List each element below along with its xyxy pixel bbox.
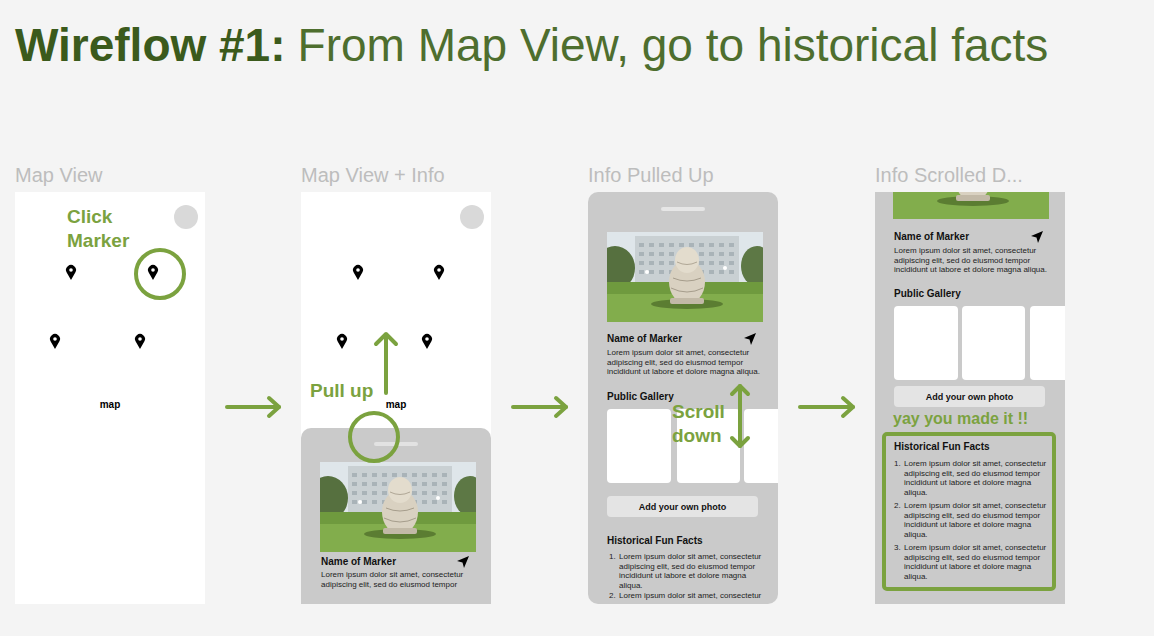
phone-screen: Info Scrolled D...Name of MarkerLorem ip…: [875, 192, 1065, 604]
flow-arrow: [800, 398, 853, 416]
phone-screen: Map Viewmap: [15, 192, 205, 604]
body-text: Lorem ipsum dolor sit amet, consectetur …: [321, 570, 477, 589]
screen-title: Info Scrolled D...: [875, 163, 1023, 187]
map-label: map: [15, 399, 205, 411]
annotation-marks: [738, 386, 742, 446]
screen-info-scrolled: [875, 192, 1065, 604]
annotation-marks: [376, 334, 396, 393]
screen-info-pulled: [744, 409, 778, 483]
photo-button: Add your own photo: [894, 386, 1045, 407]
screen-map-info: [301, 192, 491, 604]
screen-info-scrolled: [1030, 306, 1065, 380]
arrow-shaft: [227, 405, 279, 409]
screen-map-info: [301, 440, 491, 604]
flow-arrow: [227, 398, 279, 416]
screen-info-pulled: [588, 192, 778, 604]
screen-map-info: [301, 428, 491, 604]
marker-name: Name of Marker: [894, 231, 969, 243]
annotation-label: Click Marker: [67, 205, 147, 253]
list-number: 1.: [894, 459, 901, 469]
marker-name: Name of Marker: [321, 556, 396, 568]
screen-info-scrolled: [894, 306, 958, 380]
subtitle-text: From Map View, go to historical facts: [298, 19, 1049, 71]
section-heading: Historical Fun Facts: [894, 441, 990, 453]
screen-info-pulled: [607, 409, 671, 483]
section-heading: Historical Fun Facts: [607, 535, 703, 547]
arrow-shaft: [513, 405, 566, 409]
annotation-marks: [732, 386, 748, 394]
arrow-head: [556, 398, 566, 416]
section-heading: Public Gallery: [894, 288, 961, 300]
screen-map-info: [353, 265, 363, 280]
screen-map-view: [50, 334, 60, 349]
screen-map-info: [301, 192, 491, 604]
phone-screen: Map View + InfomapName of MarkerLorem ip…: [301, 192, 491, 604]
screen-map-info: [434, 265, 444, 280]
screen-map-view: [15, 192, 205, 604]
annotation-label: Pull up: [310, 379, 373, 403]
phone-screen: Info Pulled UpName of MarkerLorem ipsum …: [588, 192, 778, 604]
screen-info-pulled: [744, 333, 756, 345]
annotation-label: Scroll down: [672, 400, 734, 448]
photo-button: Add your own photo: [607, 496, 758, 517]
screen-map-view: [135, 334, 145, 349]
body-text: Lorem ipsum dolor sit amet, consectetur: [619, 591, 761, 601]
body-text: Lorem ipsum dolor sit amet, consectetur …: [904, 501, 1050, 539]
arrow-head: [269, 398, 279, 416]
list-number: 2.: [894, 501, 901, 511]
body-text: Lorem ipsum dolor sit amet, consectetur …: [904, 459, 1050, 497]
screen-title: Map View: [15, 163, 102, 187]
screen-info-pulled: [595, 232, 773, 322]
list-number: 2.: [609, 591, 616, 601]
screen-title: Info Pulled Up: [588, 163, 714, 187]
screen-map-view: [174, 205, 198, 229]
screen-map-info: [422, 334, 432, 349]
screen-info-pulled: [661, 207, 705, 211]
list-number: 3.: [894, 543, 901, 553]
list-number: 1.: [609, 552, 616, 562]
annotation-marks: [732, 438, 748, 446]
bottom-sheet: Name of MarkerLorem ipsum dolor sit amet…: [301, 428, 491, 604]
body-text: Lorem ipsum dolor sit amet, consectetur …: [894, 246, 1050, 275]
section-heading: Public Gallery: [607, 391, 674, 403]
annotation-marks: [350, 413, 398, 461]
screen-title: Map View + Info: [301, 163, 445, 187]
screen-info-scrolled: [1031, 231, 1043, 243]
facts-box: Historical Fun Facts1.Lorem ipsum dolor …: [882, 432, 1056, 591]
screen-info-scrolled: [881, 192, 1059, 219]
body-text: Lorem ipsum dolor sit amet, consectetur …: [904, 543, 1050, 581]
screen-info-scrolled: [962, 306, 1025, 380]
map-label: map: [301, 399, 491, 411]
flow-arrow: [513, 398, 566, 416]
button-label: Add your own photo: [607, 501, 758, 513]
screen-info-pulled: [588, 192, 778, 604]
screen-map-info: [457, 556, 469, 568]
annotation-label: yay you made it !!: [893, 409, 1028, 429]
arrow-shaft: [800, 405, 853, 409]
body-text: Lorem ipsum dolor sit amet, consectetur …: [607, 348, 763, 377]
page-heading: Wireflow #1:From Map View, go to histori…: [15, 19, 1048, 71]
screen-map-view: [66, 265, 76, 280]
screen-info-scrolled: [875, 192, 1065, 604]
marker-name: Name of Marker: [607, 333, 682, 345]
screen-map-info: [460, 205, 484, 229]
annotation-marks: [136, 250, 184, 298]
body-text: Lorem ipsum dolor sit amet, consectetur …: [619, 552, 771, 590]
screen-map-info: [308, 462, 486, 552]
title-text: Wireflow #1:: [15, 19, 286, 71]
button-label: Add your own photo: [894, 391, 1045, 403]
screen-map-view: [148, 265, 158, 280]
screen-map-info: [337, 334, 347, 349]
arrow-head: [843, 398, 853, 416]
screen-map-view: [15, 192, 205, 604]
